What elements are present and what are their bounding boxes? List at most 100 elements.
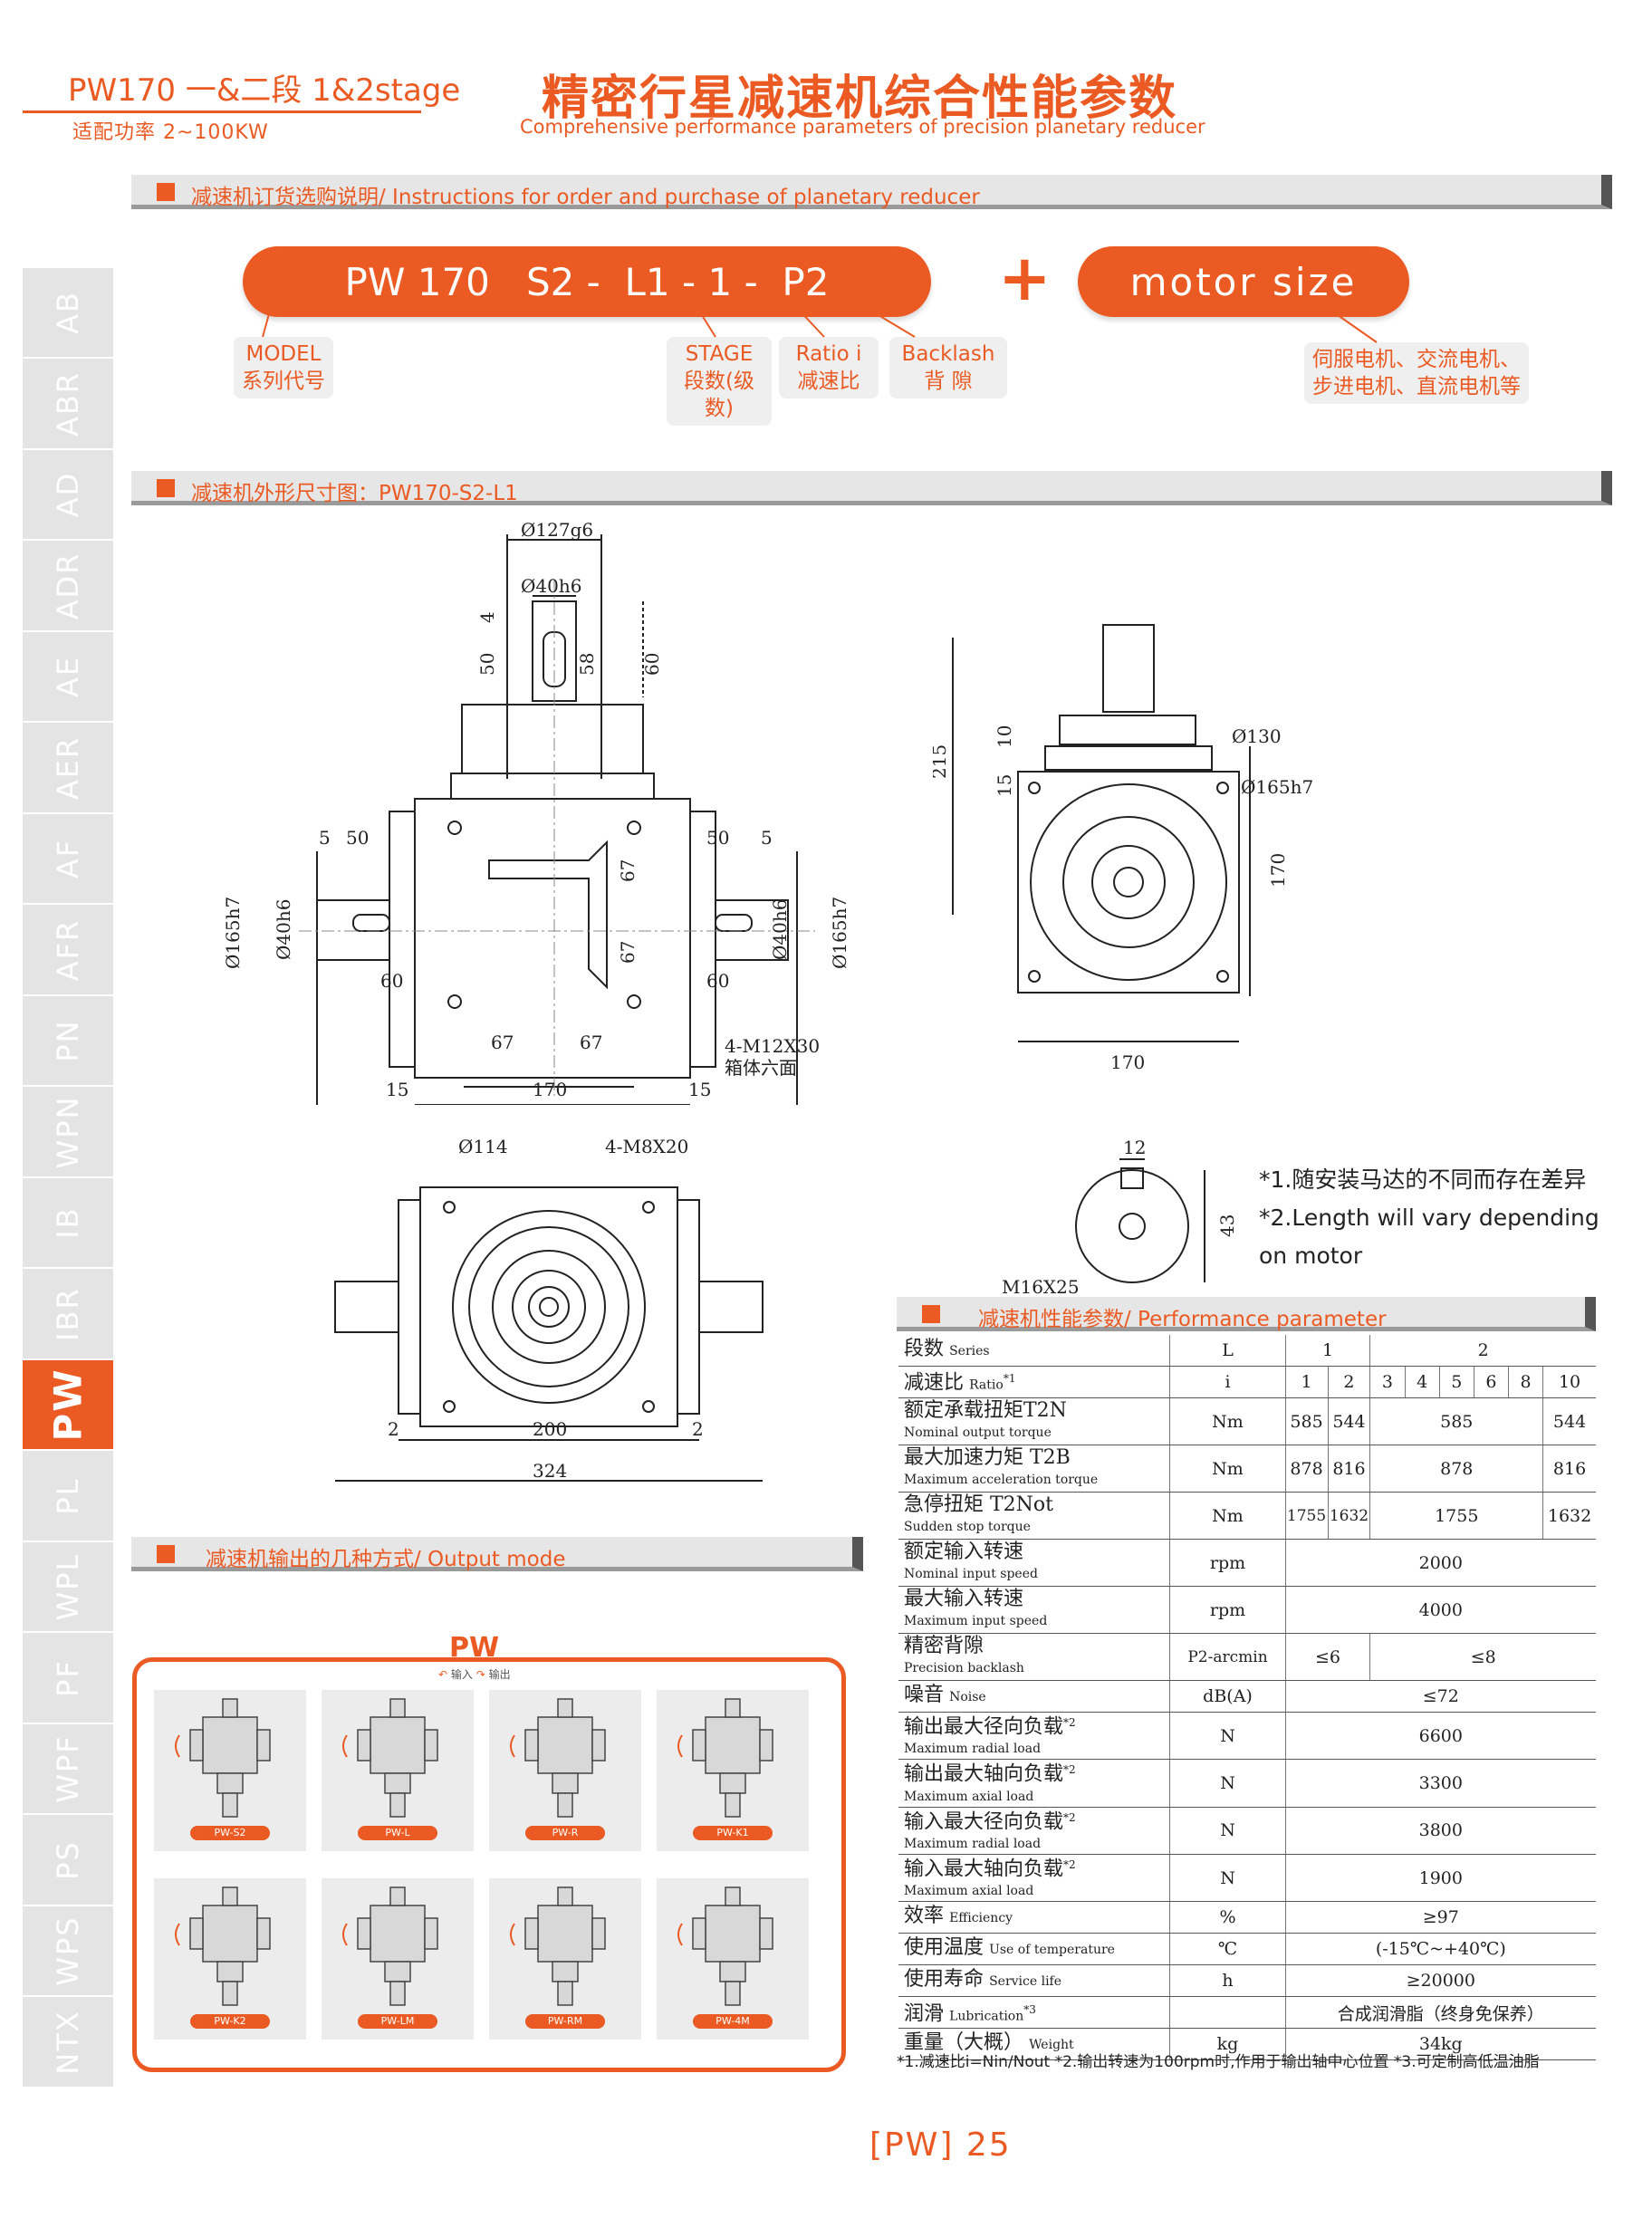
dim-len58: 58 xyxy=(576,653,598,676)
row-sup: *2 xyxy=(1063,1857,1076,1871)
row-unit: ℃ xyxy=(1169,1933,1286,1966)
series-tab-afr[interactable]: AFR xyxy=(23,906,113,996)
series-tab-ae[interactable]: AE xyxy=(23,632,113,723)
series-tab-abr[interactable]: ABR xyxy=(23,360,113,450)
row-unit: N xyxy=(1169,1854,1286,1903)
dim-m16: M16X25 xyxy=(1002,1276,1080,1298)
series-tab-wpl[interactable]: WPL xyxy=(23,1542,113,1633)
series-tab-af[interactable]: AF xyxy=(23,814,113,905)
row-sup: *3 xyxy=(1023,2002,1036,2016)
ratio-sup: *1 xyxy=(1003,1372,1016,1386)
bottom-view-drawing: Ø114 4-M8X20 2 200 2 324 xyxy=(334,1136,764,1482)
row-unit: N xyxy=(1169,1712,1286,1761)
row-unit: dB(A) xyxy=(1169,1680,1286,1713)
output-mode-label: PW-4M xyxy=(693,2014,773,2029)
key-section-drawing: 12 43 M16X25 xyxy=(1002,1137,1238,1298)
section-bar-performance: 减速机性能参数/ Performance parameter xyxy=(897,1297,1596,1331)
dim-d40-right: Ø40h6 xyxy=(769,899,791,960)
output-mode-label: PW-K1 xyxy=(693,1826,773,1840)
series-tab-wpn[interactable]: WPN xyxy=(23,1088,113,1178)
series-tab-adr[interactable]: ADR xyxy=(23,542,113,632)
section-title: 减速机订货选购说明/ Instructions for order and pu… xyxy=(191,186,980,209)
dim-m8: 4-M8X20 xyxy=(605,1136,688,1157)
dim-d165-left: Ø165h7 xyxy=(222,897,244,969)
row-val: 1755 xyxy=(1285,1492,1329,1540)
row-cn: 效率 xyxy=(904,1905,945,1928)
notes: *1.随安装马达的不同而存在差异 *2.Length will vary dep… xyxy=(1259,1161,1599,1275)
dim-b170: 170 xyxy=(533,1079,567,1100)
series-tab-pf[interactable]: PF xyxy=(23,1634,113,1724)
series-tab-aer[interactable]: AER xyxy=(23,724,113,814)
row-val: ≥97 xyxy=(1285,1901,1596,1934)
gearbox-thumbnail-icon xyxy=(175,1886,271,2006)
row-unit: N xyxy=(1169,1759,1286,1808)
section-title: 减速机外形尺寸图：PW170-S2-L1 xyxy=(191,482,518,505)
ratio-en: Ratio xyxy=(969,1377,1004,1393)
label-ratio-cn: 减速比 xyxy=(797,370,860,393)
series-tab-label: AD xyxy=(51,471,85,518)
label-backlash-en: Backlash xyxy=(901,342,995,366)
section-bar-dimension: 减速机外形尺寸图：PW170-S2-L1 xyxy=(131,471,1612,505)
series-tab-pl[interactable]: PL xyxy=(23,1452,113,1542)
dim-d40-left: Ø40h6 xyxy=(273,899,294,960)
ratio-cell: 3 xyxy=(1369,1366,1406,1398)
row-en: Use of temperature xyxy=(989,1943,1115,1958)
row-val: 6600 xyxy=(1285,1712,1596,1761)
series-tab-ibr[interactable]: IBR xyxy=(23,1270,113,1360)
series-tab-ad[interactable]: AD xyxy=(23,450,113,541)
ratio-cell: 5 xyxy=(1439,1366,1474,1398)
row-cn: 重量（大概） xyxy=(904,2031,1024,2055)
row-cn: 输入最大轴向负载 xyxy=(904,1857,1064,1881)
row-unit: N xyxy=(1169,1807,1286,1855)
plus-sign: + xyxy=(998,241,1052,315)
row-val: 544 xyxy=(1328,1397,1371,1445)
section-title: 减速机输出的几种方式/ Output mode xyxy=(206,1548,566,1571)
note-2: *2.Length will vary depending xyxy=(1259,1205,1599,1231)
row-cn: 急停扭矩 T2Not xyxy=(904,1493,1054,1516)
series-tab-label: WPL xyxy=(51,1552,85,1621)
section-marker xyxy=(922,1305,940,1323)
row-cn: 额定承载扭矩T2N xyxy=(904,1398,1067,1422)
row-en: Maximum axial load xyxy=(904,1884,1034,1899)
series-tab-pn[interactable]: PN xyxy=(23,996,113,1087)
row-val: 878 xyxy=(1369,1445,1544,1493)
row-val: ≥20000 xyxy=(1285,1964,1596,1998)
label-model-en: MODEL xyxy=(245,342,322,366)
row-cn: 噪音 xyxy=(904,1684,945,1706)
row-val: 585 xyxy=(1369,1397,1544,1445)
dim-h67b: 67 xyxy=(580,1032,602,1053)
dim-d127: Ø127g6 xyxy=(521,519,593,541)
series-tab-ntx[interactable]: NTX xyxy=(23,1998,113,2088)
series-tab-ib[interactable]: IB xyxy=(23,1178,113,1269)
series-tab-ab[interactable]: AB xyxy=(23,268,113,359)
dim-h10: 10 xyxy=(994,725,1015,748)
row-cn: 润滑 xyxy=(904,2001,945,2025)
order-code-pill: PW 170 S2 - L1 - 1 - P2 xyxy=(243,246,931,317)
dim-b170: 170 xyxy=(1110,1051,1145,1073)
row-en: Maximum radial load xyxy=(904,1742,1042,1757)
row-val: 4000 xyxy=(1285,1586,1596,1634)
label-stage-en: STAGE xyxy=(685,342,754,366)
row-val: 合成润滑脂（终身免保养） xyxy=(1285,1996,1596,2030)
series-tab-ps[interactable]: PS xyxy=(23,1816,113,1906)
label-ratio-en: Ratio i xyxy=(795,342,862,366)
series-tab-wps[interactable]: WPS xyxy=(23,1906,113,1997)
row-en: Efficiency xyxy=(949,1911,1013,1926)
row-cn: 使用温度 xyxy=(904,1936,984,1960)
output-mode-label: PW-S2 xyxy=(190,1826,270,1840)
row-en: Maximum input speed xyxy=(904,1613,1048,1628)
dim-r60: 60 xyxy=(706,970,729,992)
row-cn: 额定输入转速 xyxy=(904,1540,1024,1563)
dim-b15b: 15 xyxy=(688,1079,711,1100)
series-tab-wpf[interactable]: WPF xyxy=(23,1724,113,1815)
label-stage-cn: 段数(级数) xyxy=(684,370,754,420)
stage-1: 1 xyxy=(1285,1335,1371,1367)
motor-size-pill: motor size xyxy=(1078,246,1409,317)
series-tab-pw[interactable]: PW xyxy=(23,1360,113,1451)
dim-l5a: 5 xyxy=(319,827,331,849)
